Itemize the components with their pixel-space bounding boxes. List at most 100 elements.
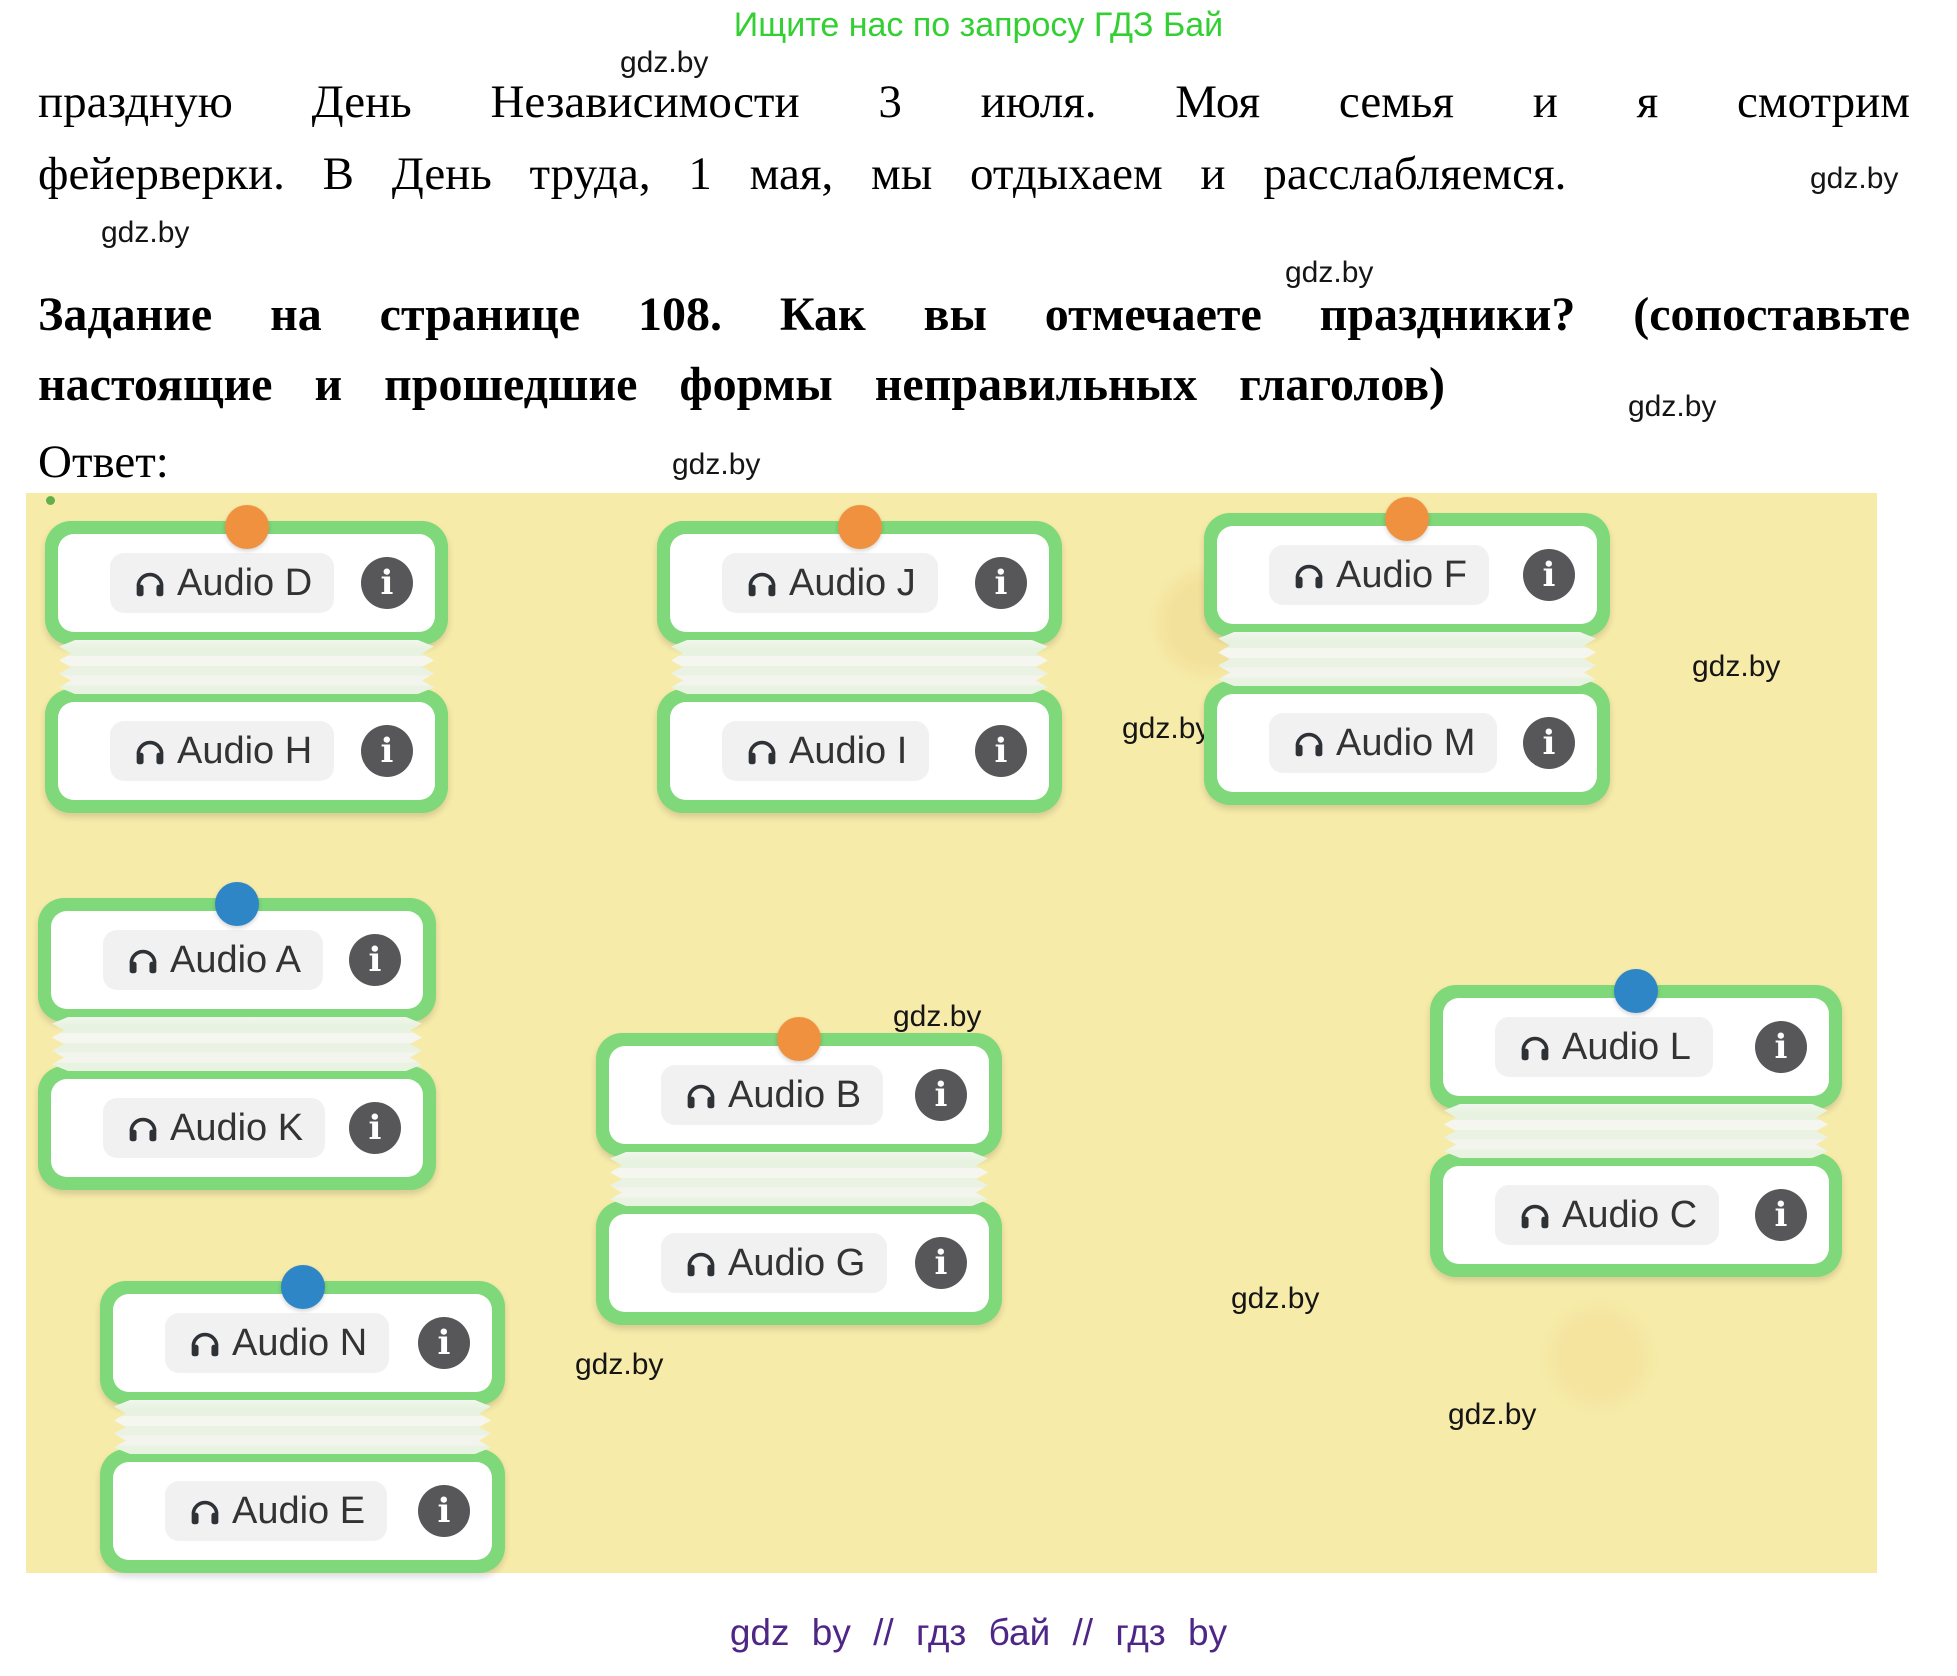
headphones-icon — [125, 1110, 161, 1146]
audio-play-button[interactable]: Audio N — [165, 1313, 390, 1373]
audio-card: Audio E i — [100, 1449, 505, 1573]
info-icon[interactable]: i — [1523, 717, 1575, 769]
audio-card: Audio C i — [1430, 1153, 1842, 1277]
headphones-icon — [1291, 725, 1327, 761]
info-icon[interactable]: i — [915, 1069, 967, 1121]
audio-play-button[interactable]: Audio F — [1269, 545, 1489, 605]
answer-label: Ответ: — [38, 436, 169, 488]
gdz-watermark: gdz.by — [1122, 712, 1211, 745]
headphones-icon — [1517, 1197, 1553, 1233]
info-icon[interactable]: i — [975, 557, 1027, 609]
info-glyph: i — [934, 1243, 948, 1283]
info-glyph: i — [1774, 1195, 1788, 1235]
info-icon[interactable]: i — [418, 1317, 470, 1369]
audio-pair-group: Audio D i Audio H i — [45, 505, 448, 813]
gdz-watermark: gdz.by — [1810, 162, 1899, 195]
headphones-icon — [132, 565, 168, 601]
torn-connection — [671, 640, 1048, 694]
audio-pair-group: Audio L i Audio C i — [1430, 969, 1842, 1277]
info-icon[interactable]: i — [1755, 1021, 1807, 1073]
headphones-icon — [744, 565, 780, 601]
info-glyph: i — [1542, 723, 1556, 763]
info-glyph: i — [368, 1108, 382, 1148]
info-glyph: i — [994, 563, 1008, 603]
audio-label: Audio K — [170, 1106, 304, 1149]
connector-dot[interactable] — [1385, 497, 1429, 541]
headphones-icon — [1291, 557, 1327, 593]
connector-dot[interactable] — [215, 882, 259, 926]
audio-label: Audio L — [1562, 1025, 1691, 1068]
audio-play-button[interactable]: Audio M — [1269, 713, 1498, 773]
audio-card: Audio I i — [657, 689, 1062, 813]
connector-dot[interactable] — [280, 1265, 325, 1309]
gdz-watermark: gdz.by — [620, 46, 709, 79]
audio-card: Audio J i — [657, 521, 1062, 645]
info-icon[interactable]: i — [975, 725, 1027, 777]
gdz-watermark: gdz.by — [1285, 256, 1374, 289]
audio-label: Audio I — [789, 729, 908, 772]
info-icon[interactable]: i — [349, 1102, 401, 1154]
info-icon[interactable]: i — [915, 1237, 967, 1289]
audio-card: Audio H i — [45, 689, 448, 813]
torn-connection — [1444, 1104, 1828, 1158]
promo-banner: Ищите нас по запросу ГДЗ Бай — [733, 6, 1224, 44]
audio-pair-group: Audio B i Audio G i — [596, 1017, 1002, 1325]
connector-dot[interactable] — [777, 1017, 821, 1061]
audio-play-button[interactable]: Audio C — [1495, 1185, 1720, 1245]
gdz-watermark: gdz.by — [1628, 390, 1717, 423]
info-icon[interactable]: i — [361, 725, 413, 777]
task-heading-line-2: настоящие и прошедшие формы неправильных… — [38, 358, 1445, 411]
info-icon[interactable]: i — [361, 557, 413, 609]
gdz-watermark: gdz.by — [575, 1348, 664, 1381]
info-icon[interactable]: i — [1755, 1189, 1807, 1241]
headphones-icon — [125, 942, 161, 978]
footer-links: gdz by // гдз бай // гдз by — [729, 1612, 1228, 1653]
audio-play-button[interactable]: Audio G — [661, 1233, 888, 1293]
audio-play-button[interactable]: Audio J — [722, 553, 938, 613]
audio-play-button[interactable]: Audio A — [103, 930, 323, 990]
info-icon[interactable]: i — [418, 1485, 470, 1537]
audio-card: Audio B i — [596, 1033, 1002, 1157]
audio-play-button[interactable]: Audio B — [661, 1065, 884, 1125]
paragraph-line-2: фейерверки. В День труда, 1 мая, мы отды… — [38, 148, 1567, 200]
audio-play-button[interactable]: Audio D — [110, 553, 335, 613]
info-glyph: i — [437, 1491, 451, 1531]
connector-dot[interactable] — [1614, 969, 1658, 1013]
audio-card: Audio N i — [100, 1281, 505, 1405]
audio-label: Audio C — [1562, 1193, 1698, 1236]
torn-connection — [114, 1400, 491, 1454]
headphones-icon — [1517, 1029, 1553, 1065]
headphones-icon — [683, 1077, 719, 1113]
audio-label: Audio F — [1336, 553, 1467, 596]
info-icon[interactable]: i — [349, 934, 401, 986]
audio-label: Audio N — [232, 1321, 368, 1364]
paragraph-line-1: праздную День Независимости 3 июля. Моя … — [38, 76, 1910, 128]
audio-card: Audio L i — [1430, 985, 1842, 1109]
torn-connection — [610, 1152, 988, 1206]
audio-card: Audio K i — [38, 1066, 436, 1190]
audio-play-button[interactable]: Audio E — [165, 1481, 388, 1541]
audio-pair-group: Audio N i Audio E i — [100, 1265, 505, 1573]
audio-play-button[interactable]: Audio I — [722, 721, 930, 781]
torn-connection — [1218, 632, 1596, 686]
info-glyph: i — [994, 731, 1008, 771]
audio-label: Audio A — [170, 938, 301, 981]
audio-label: Audio H — [177, 729, 313, 772]
audio-label: Audio E — [232, 1489, 366, 1532]
audio-play-button[interactable]: Audio L — [1495, 1017, 1713, 1077]
connector-dot[interactable] — [837, 505, 882, 549]
audio-card: Audio G i — [596, 1201, 1002, 1325]
audio-label: Audio D — [177, 561, 313, 604]
headphones-icon — [744, 733, 780, 769]
audio-play-button[interactable]: Audio H — [110, 721, 335, 781]
info-glyph: i — [1774, 1027, 1788, 1067]
connector-dot[interactable] — [224, 505, 269, 549]
audio-play-button[interactable]: Audio K — [103, 1098, 326, 1158]
audio-label: Audio M — [1336, 721, 1476, 764]
info-icon[interactable]: i — [1523, 549, 1575, 601]
audio-pair-group: Audio F i Audio M i — [1204, 497, 1610, 805]
info-glyph: i — [368, 940, 382, 980]
audio-pair-group: Audio J i Audio I i — [657, 505, 1062, 813]
audio-card: Audio M i — [1204, 681, 1610, 805]
